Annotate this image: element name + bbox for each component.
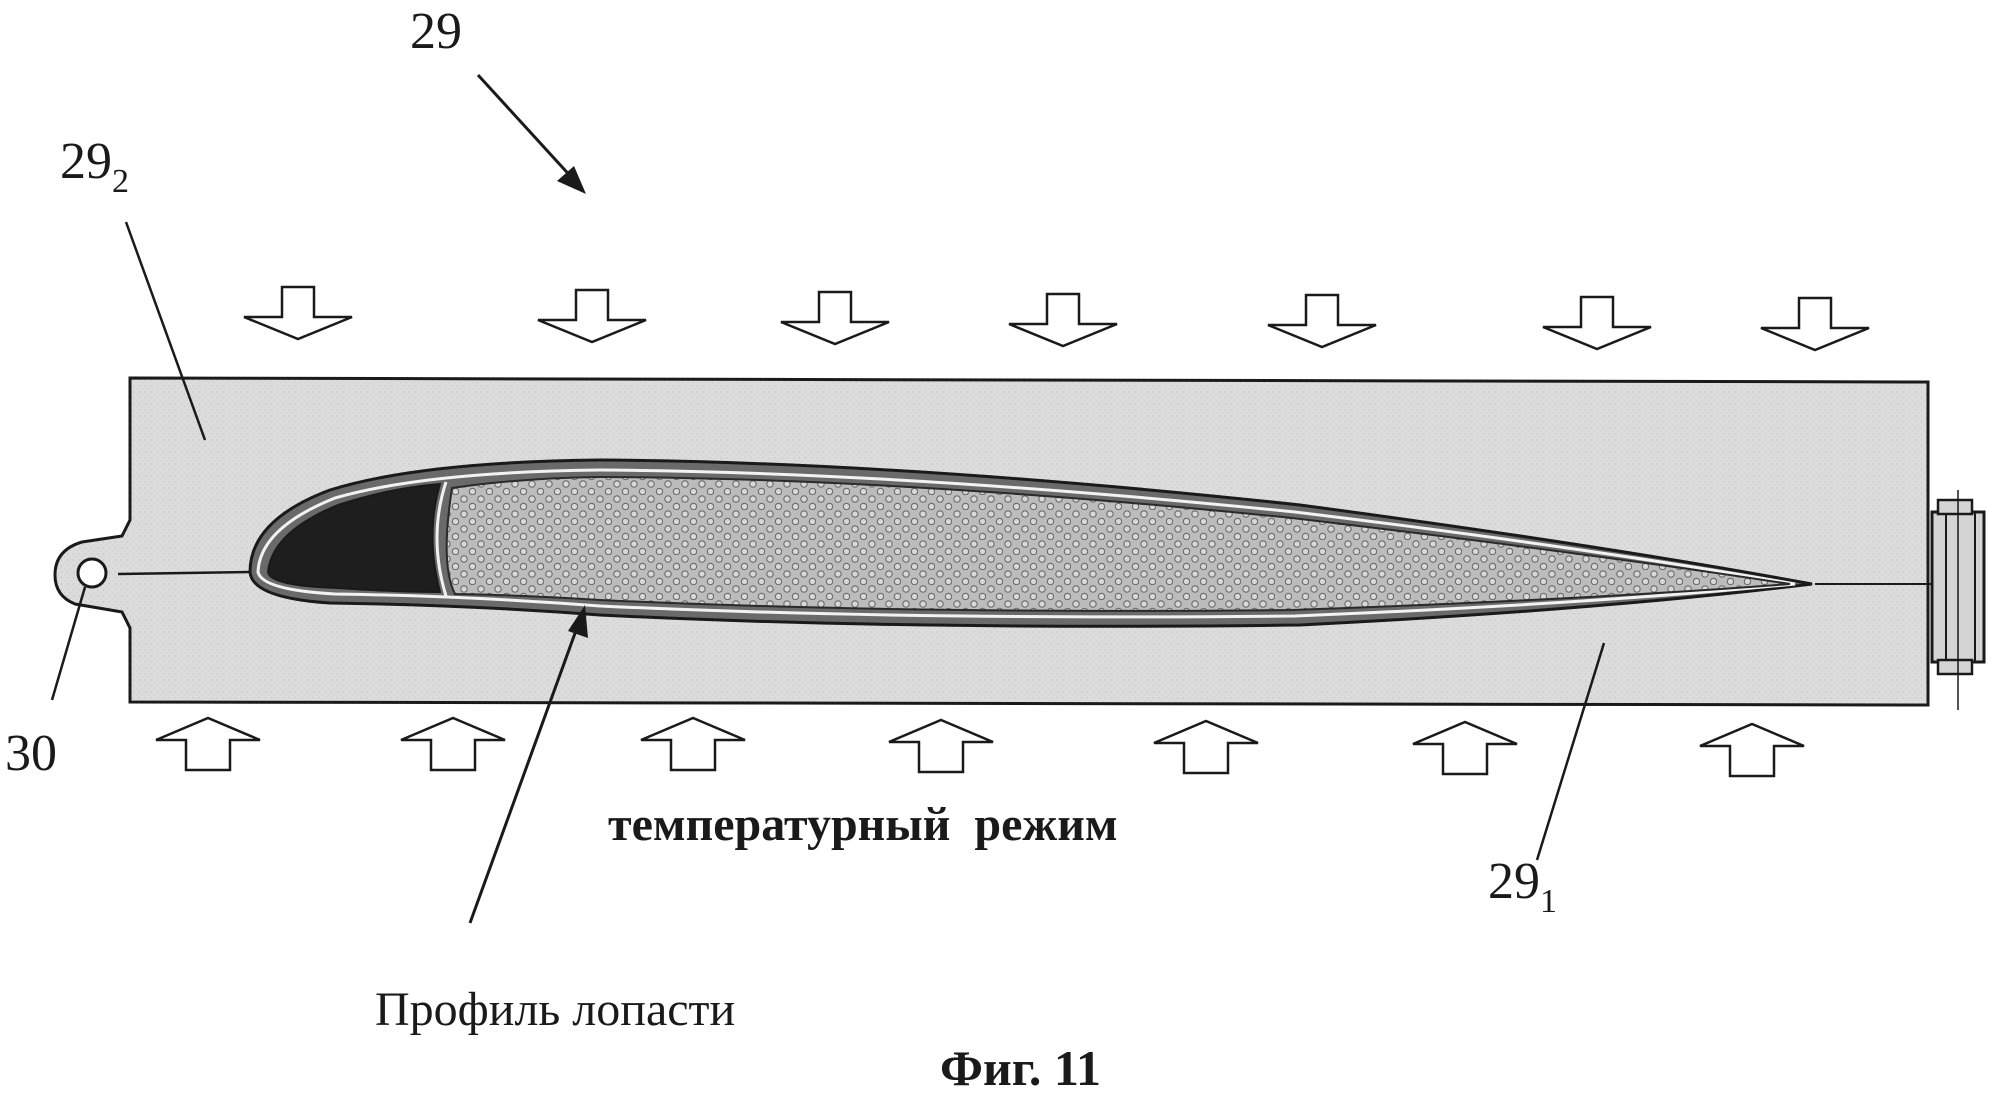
leader-profile-arrowhead [568, 605, 588, 638]
arrow-down-icon [1267, 293, 1377, 349]
arrow-down-icon [537, 288, 647, 344]
parting-line [117, 570, 251, 576]
arrow-down-icon [1008, 292, 1118, 348]
label-30: 30 [5, 725, 57, 782]
leader-29-2 [124, 221, 207, 441]
spar-core-divider [435, 481, 448, 597]
arrow-up-icon [1153, 719, 1259, 775]
figure-caption: Фиг. 11 [940, 1040, 1101, 1096]
arrow-down-icon [1542, 295, 1652, 351]
leader-29-arrowhead [557, 166, 586, 194]
label-29-1: 291 [1488, 853, 1557, 920]
clamp [1930, 490, 1986, 710]
label-temperature-mode: температурный режим [608, 798, 1118, 851]
label-29: 29 [410, 3, 462, 60]
leader-29 [476, 73, 576, 182]
spar [266, 482, 442, 594]
leader-profile [468, 624, 580, 924]
leader-29-1 [1535, 642, 1606, 861]
arrow-up-icon [640, 716, 746, 772]
arrow-down-icon [780, 290, 890, 346]
honeycomb-core [445, 475, 1791, 612]
arrow-up-icon [155, 716, 261, 772]
label-29-2: 292 [60, 133, 129, 200]
arrow-up-icon [1699, 722, 1805, 778]
arrow-up-icon [1412, 720, 1518, 776]
arrow-down-icon [243, 285, 353, 341]
label-blade-profile: Профиль лопасти [375, 983, 735, 1036]
arrows-top-row [243, 285, 1870, 352]
arrow-up-icon [400, 716, 506, 772]
arrows-bottom-row [155, 716, 1805, 778]
arrow-up-icon [888, 718, 994, 774]
arrow-down-icon [1760, 296, 1870, 352]
pin-30 [76, 557, 108, 589]
leader-30 [50, 586, 87, 701]
blade-profile-inner-border [256, 468, 1796, 619]
